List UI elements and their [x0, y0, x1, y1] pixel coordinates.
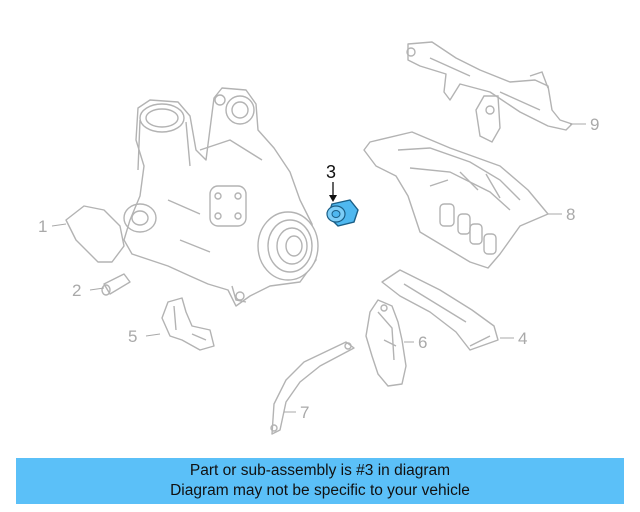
- part-3-flange-nut: [326, 182, 359, 227]
- callout-2: 2: [72, 281, 82, 300]
- banner-line-1: Part or sub-assembly is #3 in diagram: [189, 462, 451, 479]
- part-4-lower-heat-shield: [381, 269, 499, 351]
- part-9-heat-shield-bracket: [406, 41, 573, 143]
- part-8-heat-shield: [363, 131, 549, 269]
- callout-7: 7: [300, 403, 310, 422]
- callout-5: 5: [128, 327, 138, 346]
- part-7-support-strap: [270, 341, 355, 435]
- callout-1: 1: [38, 217, 48, 236]
- part-6-mount-bracket: [365, 299, 407, 387]
- part-1-turbocharger: [65, 87, 319, 307]
- callout-6: 6: [418, 333, 428, 352]
- banner-line-2: Diagram may not be specific to your vehi…: [170, 482, 470, 499]
- callout-4: 4: [518, 329, 528, 348]
- callout-8: 8: [566, 205, 576, 224]
- callout-9: 9: [590, 115, 600, 134]
- leader-lines: [51, 123, 586, 413]
- callout-3: 3: [326, 162, 337, 182]
- parts-diagram: [51, 41, 586, 435]
- part-2-stud: [101, 273, 131, 296]
- part-5-bracket: [161, 297, 215, 351]
- info-banner: Part or sub-assembly is #3 in diagram Di…: [16, 458, 624, 504]
